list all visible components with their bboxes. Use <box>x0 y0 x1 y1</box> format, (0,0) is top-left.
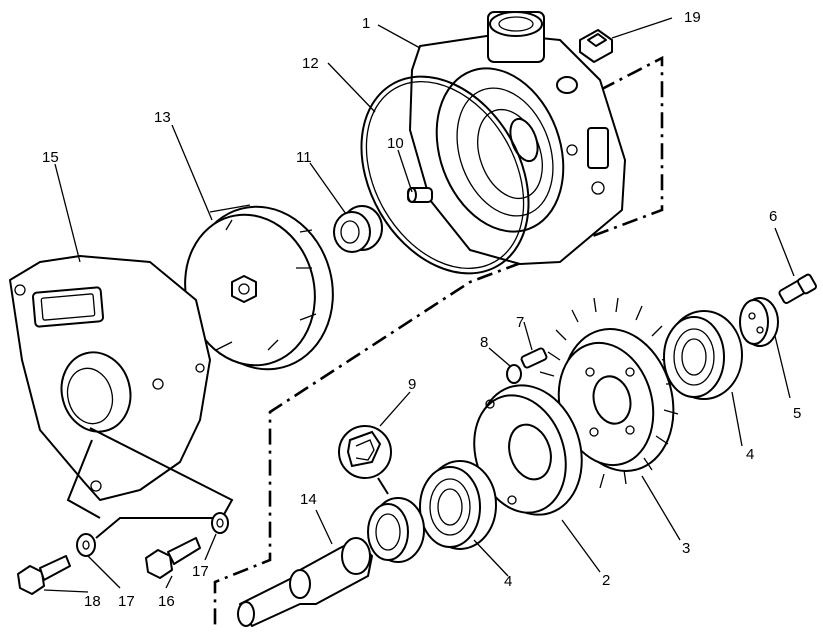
part-19-plug <box>579 29 613 63</box>
callout-7: 7 <box>516 314 524 331</box>
callout-8: 8 <box>480 334 488 351</box>
part-13-impeller <box>184 204 334 371</box>
callout-15: 15 <box>42 149 59 166</box>
callout-4-left: 4 <box>504 573 512 590</box>
part-12-o-ring <box>360 75 530 275</box>
part-1-housing <box>409 11 626 265</box>
part-14-shaft <box>237 537 373 627</box>
part-4-bearing-left <box>419 460 497 550</box>
part-10-pin <box>407 187 433 203</box>
callout-16: 16 <box>158 593 175 610</box>
part-15-cover <box>9 255 211 501</box>
callout-6: 6 <box>769 208 777 225</box>
part-7-bolt <box>520 347 548 369</box>
callout-14: 14 <box>300 491 317 508</box>
part-11-seal <box>333 205 383 253</box>
assembly-path-dashed <box>213 55 664 628</box>
leader-lines <box>43 17 795 593</box>
part-spacer-ring <box>367 497 425 563</box>
part-4-bearing-right <box>663 310 743 400</box>
callout-17-left: 17 <box>118 593 135 610</box>
callout-13: 13 <box>154 109 171 126</box>
callout-9: 9 <box>408 376 416 393</box>
part-3-gear <box>538 297 680 489</box>
callout-11: 11 <box>296 149 312 166</box>
callout-5: 5 <box>793 405 801 422</box>
callout-18: 18 <box>84 593 101 610</box>
part-9-clip <box>338 425 392 495</box>
part-17-washer-right <box>211 512 229 534</box>
part-5-washer <box>739 297 779 347</box>
callout-17-right: 17 <box>192 563 209 580</box>
callout-12: 12 <box>302 55 319 72</box>
part-8-lock-washer <box>506 364 522 384</box>
part-6-screw <box>778 273 817 304</box>
part-2-plate <box>473 384 583 516</box>
callout-3: 3 <box>682 540 690 557</box>
callout-1: 1 <box>362 15 370 32</box>
part-18-bolt <box>17 555 71 595</box>
callout-2: 2 <box>602 572 610 589</box>
callout-19: 19 <box>684 9 701 26</box>
part-17-washer-left <box>76 533 96 557</box>
part-16-bolt <box>145 537 201 579</box>
callout-10: 10 <box>387 135 404 152</box>
callout-4-right: 4 <box>746 446 754 463</box>
